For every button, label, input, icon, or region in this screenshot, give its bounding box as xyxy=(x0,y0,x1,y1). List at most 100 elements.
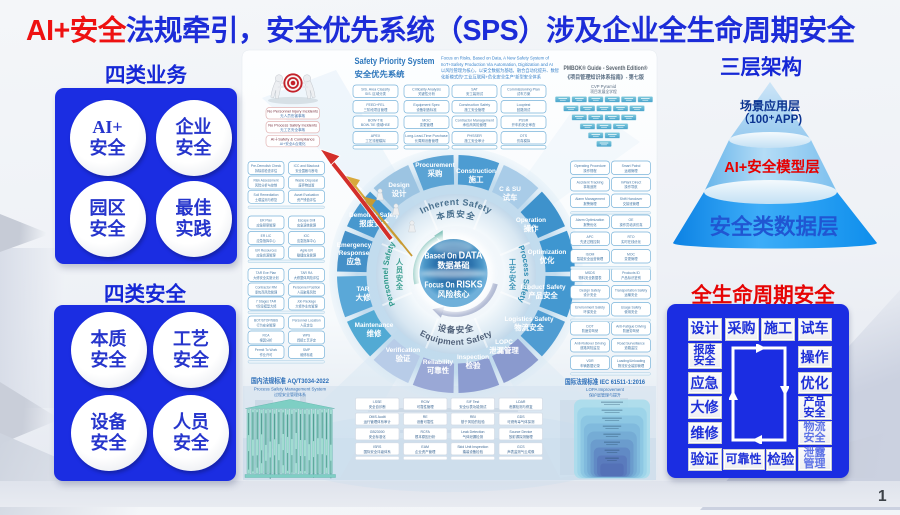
svg-text:过程安全管理体系: 过程安全管理体系 xyxy=(274,391,306,397)
svg-text:项目发展全学程: 项目发展全学程 xyxy=(590,89,617,94)
svg-text:Personnel Location: Personnel Location xyxy=(292,319,320,323)
svg-text:应急预案管理: 应急预案管理 xyxy=(256,223,276,228)
svg-text:工艺流程模拟: 工艺流程模拟 xyxy=(365,138,386,143)
svg-text:Response: Response xyxy=(339,250,370,257)
svg-text:数据基础: 数据基础 xyxy=(438,260,470,270)
svg-text:报警优化: 报警优化 xyxy=(583,222,597,227)
svg-text:设备制造标准: 设备制造标准 xyxy=(416,107,437,112)
svg-text:智能安全运营管理: 智能安全运营管理 xyxy=(577,256,604,261)
svg-text:气体泄漏检测: 气体泄漏检测 xyxy=(463,434,484,439)
svg-text:场景应用层: 场景应用层 xyxy=(740,98,800,113)
svg-text:SMP: SMP xyxy=(303,348,311,352)
svg-text:Construction Safety: Construction Safety xyxy=(459,103,491,107)
svg-text:LOPA Improvement: LOPA Improvement xyxy=(586,387,625,392)
svg-text:SIF Test: SIF Test xyxy=(466,400,479,404)
svg-text:基于风险的检验: 基于风险的检验 xyxy=(461,419,485,424)
svg-text:安全优先系统: 安全优先系统 xyxy=(355,69,406,79)
svg-text:Road Surveillance: Road Surveillance xyxy=(617,341,645,345)
svg-text:以风险管理为核心，以安全数据为基础，融合自动化提升、数智: 以风险管理为核心，以安全数据为基础，融合自动化提升、数智 xyxy=(441,67,559,74)
svg-text:Process Safety Management Syst: Process Safety Management System xyxy=(254,387,327,392)
svg-text:无人员伤害事故: 无人员伤害事故 xyxy=(280,113,306,118)
svg-text:回路测试: 回路测试 xyxy=(517,107,531,112)
svg-text:GDS: GDS xyxy=(517,415,525,419)
svg-text:设备安全: 设备安全 xyxy=(437,322,476,335)
svg-text:可靠性管理: 可靠性管理 xyxy=(417,404,435,409)
svg-text:土壤监测与修复: 土壤监测与修复 xyxy=(255,197,278,202)
svg-text:Operation: Operation xyxy=(516,217,546,224)
svg-text:应急资源管理: 应急资源管理 xyxy=(256,253,276,258)
svg-text:IOC: IOC xyxy=(304,234,310,238)
svg-text:安全标准化: 安全标准化 xyxy=(369,434,387,439)
svg-text:应急演练管理: 应急演练管理 xyxy=(297,223,317,228)
svg-text:Logistics Safety: Logistics Safety xyxy=(504,316,553,323)
svg-text:Smart Patrol: Smart Patrol xyxy=(622,164,641,168)
svg-text:变更管理: 变更管理 xyxy=(420,122,434,127)
svg-text:I-SSE: I-SSE xyxy=(373,400,383,404)
svg-text:Equipment Spec: Equipment Spec xyxy=(413,103,440,107)
svg-text:Accident Tracking: Accident Tracking xyxy=(577,180,604,184)
svg-text:产品安全: 产品安全 xyxy=(528,291,558,300)
svg-text:安全类数据层: 安全类数据层 xyxy=(709,214,838,239)
svg-text:长周期设备管理: 长周期设备管理 xyxy=(415,138,439,143)
svg-text:CVP Pyramid: CVP Pyramid xyxy=(591,84,617,89)
svg-text:AI+安全&合规化: AI+安全&合规化 xyxy=(280,141,306,146)
svg-text:大修: 大修 xyxy=(356,293,371,302)
svg-text:Product Safety: Product Safety xyxy=(520,284,566,291)
svg-text:Escape Drill: Escape Drill xyxy=(298,219,316,223)
svg-text:承包商风险管理: 承包商风险管理 xyxy=(255,290,278,295)
svg-text:Transportation Safety: Transportation Safety xyxy=(615,288,648,292)
svg-text:Reliability: Reliability xyxy=(423,359,454,366)
svg-text:Permit To Work: Permit To Work xyxy=(255,348,278,352)
svg-text:采购: 采购 xyxy=(427,169,443,178)
svg-text:WPS: WPS xyxy=(303,334,311,338)
svg-text:物流安全装卸管理: 物流安全装卸管理 xyxy=(618,363,645,368)
svg-text:运行管理体系审计: 运行管理体系审计 xyxy=(364,419,392,424)
svg-text:应急指挥中心: 应急指挥中心 xyxy=(256,238,276,243)
svg-text:PMBOK® Guide - Seventh Edition: PMBOK® Guide - Seventh Edition® xyxy=(564,64,648,72)
svg-text:焊接工艺评定: 焊接工艺评定 xyxy=(297,338,317,343)
svg-text:安全自诊断: 安全自诊断 xyxy=(369,404,387,409)
svg-text:人: 人 xyxy=(396,258,404,267)
svg-text:安: 安 xyxy=(509,274,516,283)
svg-text:Design: Design xyxy=(388,182,409,189)
svg-text:Loading/Unloading: Loading/Unloading xyxy=(617,359,645,363)
svg-text:APC: APC xyxy=(587,235,595,239)
svg-text:车辆数据记录: 车辆数据记录 xyxy=(580,363,600,368)
svg-text:Usage Safety: Usage Safety xyxy=(621,305,642,309)
svg-text:报警管理: 报警管理 xyxy=(583,201,597,206)
svg-text:Optimization: Optimization xyxy=(528,249,567,256)
svg-text:行为安全管理: 行为安全管理 xyxy=(256,323,276,328)
svg-text:拆除前检查评估: 拆除前检查评估 xyxy=(255,168,278,173)
svg-text:ER LIC: ER LIC xyxy=(261,234,272,238)
svg-text:维修: 维修 xyxy=(367,329,382,338)
svg-text:国际法规标准 IEC 61511-1:2016: 国际法规标准 IEC 61511-1:2016 xyxy=(565,377,645,386)
svg-text:Looptest: Looptest xyxy=(517,103,531,107)
svg-text:泄漏检测与修复: 泄漏检测与修复 xyxy=(509,404,533,409)
svg-text:No Process Safety Incidents: No Process Safety Incidents xyxy=(268,122,317,127)
svg-text:撬装设备检验: 撬装设备检验 xyxy=(463,449,484,454)
svg-text:关键性分析: 关键性分析 xyxy=(418,91,436,96)
svg-text:Pre-Demolish Check: Pre-Demolish Check xyxy=(251,164,282,168)
svg-text:安全仪表功能测试: 安全仪表功能测试 xyxy=(459,404,487,409)
svg-text:LOPC: LOPC xyxy=(495,339,513,346)
svg-text:Focus on Risks, Based on Dat: Focus on Risks, Based on Data, A New Saf… xyxy=(441,56,550,61)
svg-text:AI＋Safety & Compliance: AI＋Safety & Compliance xyxy=(271,136,315,141)
svg-text:PHSSER: PHSSER xyxy=(467,134,482,138)
svg-text:MSDS: MSDS xyxy=(585,271,596,275)
svg-text:无工艺安全事故: 无工艺安全事故 xyxy=(280,127,306,132)
svg-text:设计: 设计 xyxy=(392,189,407,198)
svg-text:GB23000: GB23000 xyxy=(370,430,385,434)
svg-text:Personnel Position: Personnel Position xyxy=(293,286,321,290)
svg-text:运输安全: 运输安全 xyxy=(624,292,638,297)
svg-text:运维管理: 运维管理 xyxy=(624,168,638,173)
svg-text:ICC and Blackout: ICC and Blackout xyxy=(294,164,320,168)
svg-text:三阶段项目管理: 三阶段项目管理 xyxy=(364,107,388,112)
svg-text:应急指挥中心: 应急指挥中心 xyxy=(297,238,317,243)
svg-text:艺: 艺 xyxy=(509,266,516,275)
svg-text:产品标识鉴别: 产品标识鉴别 xyxy=(621,275,641,280)
svg-text:Verification: Verification xyxy=(386,347,421,354)
svg-text:BOT/STOP/BBS: BOT/STOP/BBS xyxy=(254,319,279,323)
svg-text:RCFA: RCFA xyxy=(421,430,431,434)
svg-text:RE: RE xyxy=(423,415,429,419)
svg-text:环保安全: 环保安全 xyxy=(583,309,597,314)
